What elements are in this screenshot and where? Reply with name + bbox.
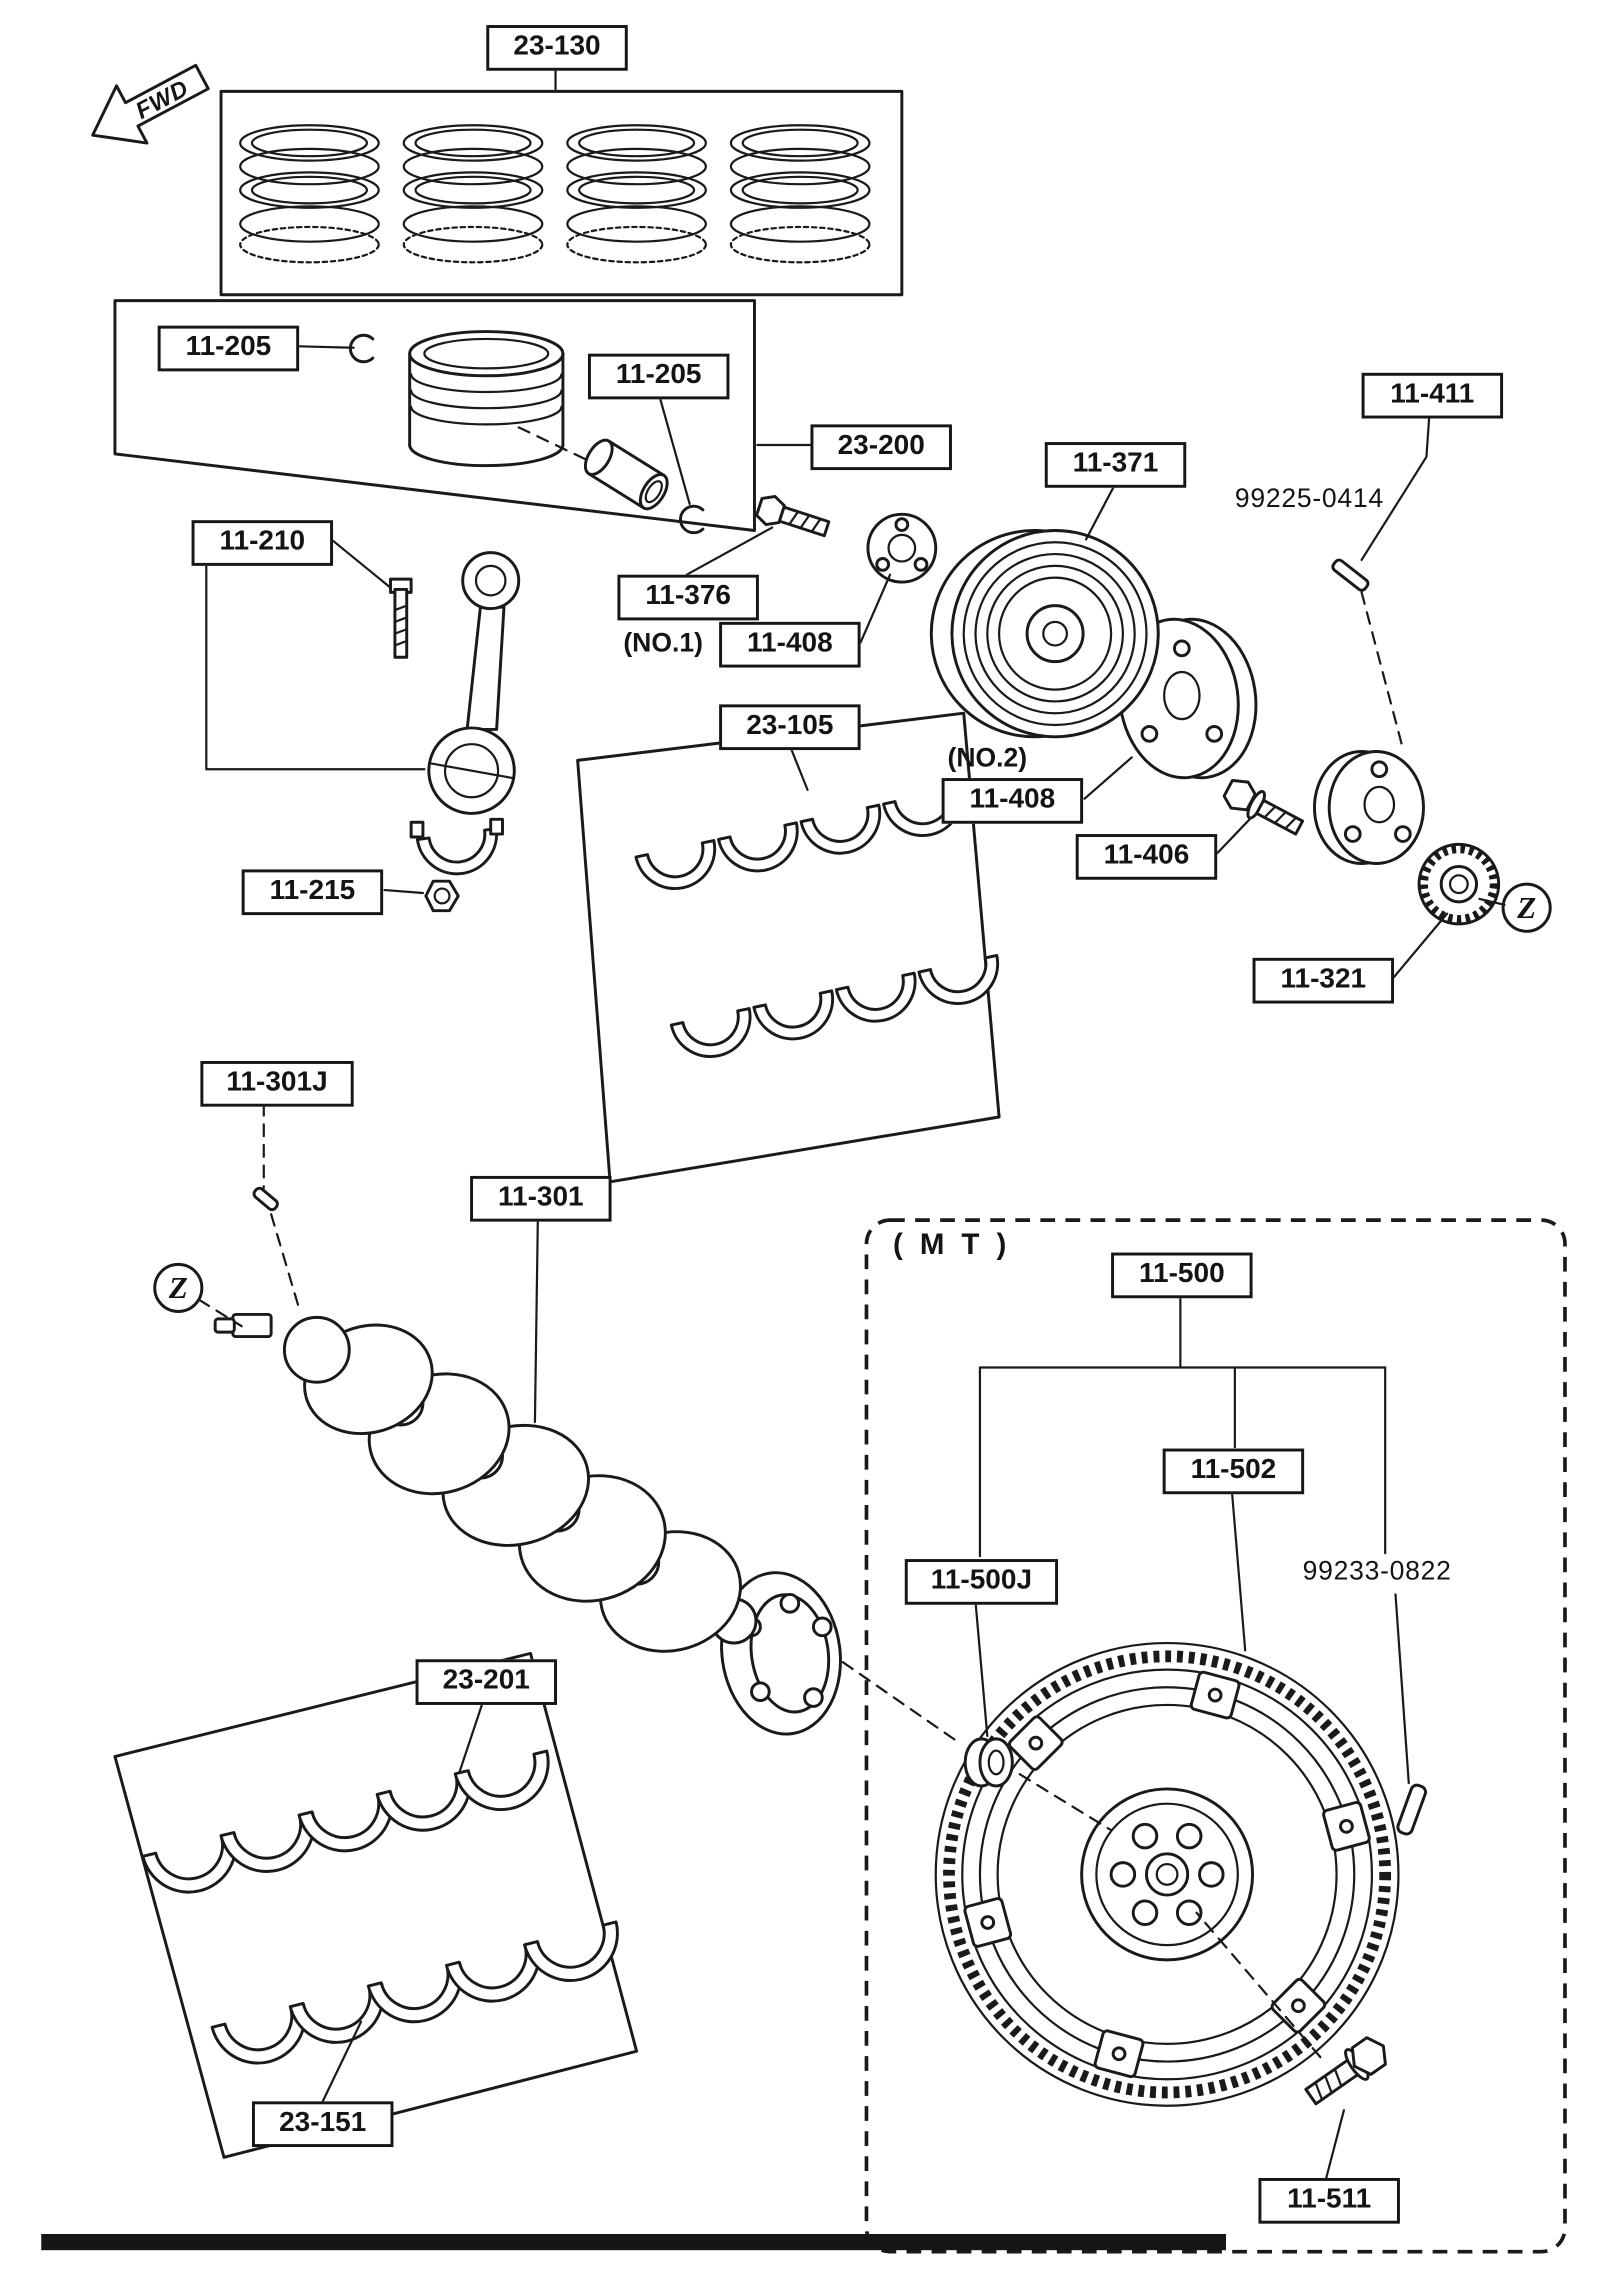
part-label-11-511: 11-511	[1258, 2177, 1400, 2224]
part-label-11-210: 11-210	[191, 520, 334, 566]
sprocket-11-321	[1417, 842, 1501, 926]
piston-rings-group	[219, 89, 904, 297]
svg-text:Z: Z	[1516, 890, 1536, 925]
part-label-11-215: 11-215	[241, 869, 384, 915]
note-no2: (NO.2)	[947, 742, 1028, 773]
part-label-11-500J: 11-500J	[904, 1559, 1059, 1605]
part-number-99225-0414: 99225-0414	[1234, 483, 1384, 513]
connecting-rod-group	[389, 551, 521, 913]
flywheel-group	[934, 1641, 1400, 2107]
bolt-11-406	[1222, 778, 1305, 836]
pin-99225	[1331, 558, 1370, 592]
part-label-11-502: 11-502	[1162, 1448, 1305, 1495]
note-no1: (NO.1)	[623, 627, 703, 658]
pin-99233	[1396, 1783, 1428, 1836]
part-label-23-201: 23-201	[415, 1659, 558, 1705]
part-label-23-105: 23-105	[719, 704, 861, 750]
zone-marker-right: Z	[1501, 882, 1552, 933]
svg-text:Z: Z	[168, 1270, 188, 1305]
bolt-11-376	[755, 495, 831, 538]
part-label-11-205-a: 11-205	[157, 325, 300, 372]
piston-pin	[583, 438, 669, 511]
part-label-11-408-no2: 11-408	[941, 778, 1084, 824]
washer-no1	[866, 512, 938, 584]
key-11-301J	[252, 1186, 279, 1212]
part-label-23-200: 23-200	[810, 424, 952, 470]
part-label-23-151: 23-151	[251, 2101, 394, 2147]
bottom-bar	[41, 2233, 1227, 2251]
part-label-11-500: 11-500	[1111, 1252, 1253, 1299]
main-bearings-group	[113, 1651, 639, 2159]
leader-lines	[205, 65, 1506, 2180]
piston-group	[113, 299, 756, 535]
hub-plate	[1312, 750, 1425, 866]
part-label-11-406: 11-406	[1075, 834, 1218, 880]
bolt-11-511	[1304, 2036, 1387, 2106]
dashed-lines	[197, 426, 1404, 2059]
part-label-11-376: 11-376	[617, 574, 759, 621]
part-label-11-301: 11-301	[470, 1175, 612, 1222]
crankshaft-group	[213, 1312, 842, 1736]
part-label-11-205-b: 11-205	[587, 353, 730, 400]
part-number-99233-0822: 99233-0822	[1302, 1556, 1452, 1586]
part-label-11-411: 11-411	[1361, 372, 1504, 419]
rod-nut	[424, 879, 460, 913]
part-label-11-301J: 11-301J	[200, 1060, 354, 1107]
pulley-group	[929, 529, 1160, 739]
part-label-11-408-no1: 11-408	[719, 621, 861, 668]
rod-cap	[409, 817, 504, 881]
note-mt: ( M T )	[893, 1228, 1011, 1262]
mt-dashed-box	[864, 1218, 1567, 2254]
part-label-23-130: 23-130	[486, 25, 628, 71]
zone-marker-left: Z	[153, 1262, 204, 1313]
part-label-11-371: 11-371	[1044, 442, 1187, 488]
pilot-bearing	[963, 1737, 1014, 1788]
part-label-11-321: 11-321	[1252, 957, 1395, 1004]
